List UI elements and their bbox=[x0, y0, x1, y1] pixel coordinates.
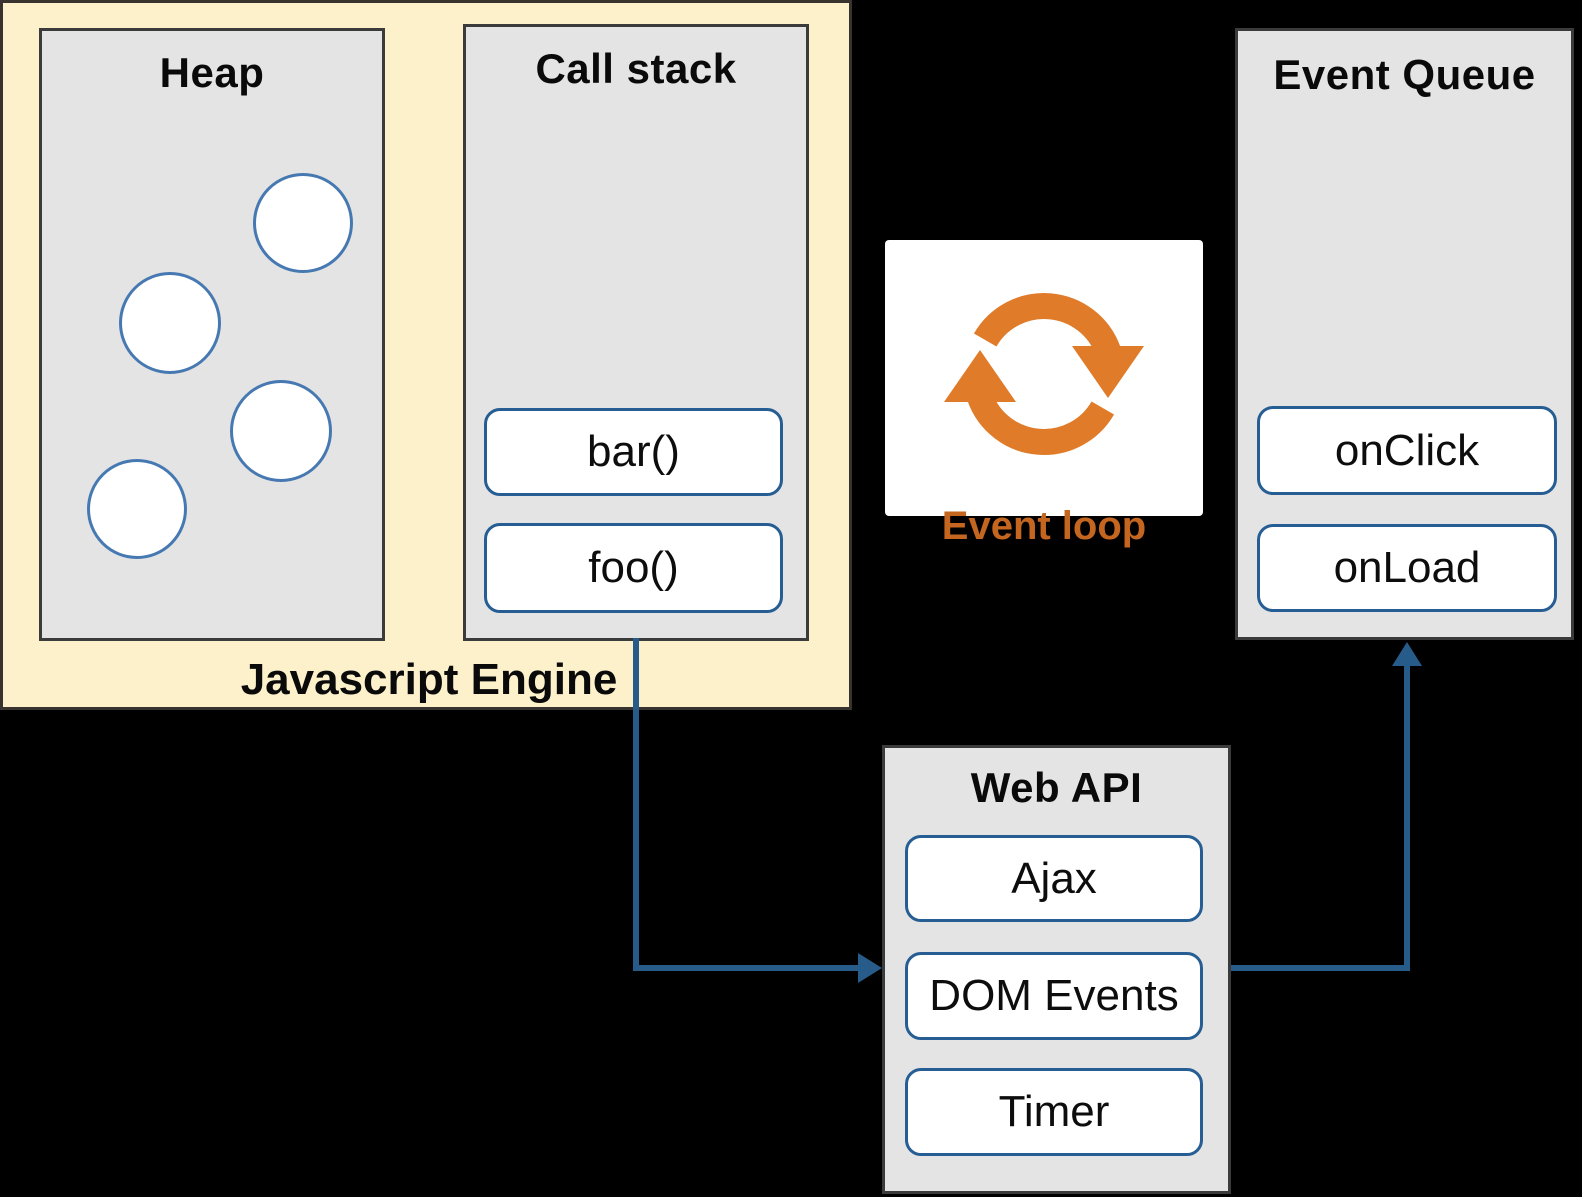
heap-object-circle bbox=[119, 272, 221, 374]
stack-frame-label: bar() bbox=[587, 427, 680, 476]
cycle-arrows-icon bbox=[944, 293, 1144, 455]
heap-object-circle bbox=[230, 380, 332, 482]
stack-frame-label: foo() bbox=[588, 543, 679, 592]
heap-object-circle bbox=[253, 173, 353, 273]
web-api-label: Ajax bbox=[1011, 853, 1097, 903]
queue-event-onclick: onClick bbox=[1257, 406, 1557, 495]
web-api-ajax: Ajax bbox=[905, 835, 1203, 922]
event-loop-icon-box bbox=[885, 240, 1203, 516]
queue-event-onload: onLoad bbox=[1257, 524, 1557, 612]
web-api-dom-events: DOM Events bbox=[905, 952, 1203, 1040]
javascript-engine-box: Heap Call stack bar() foo() Javascript E… bbox=[0, 0, 852, 710]
call-stack-panel: Call stack bar() foo() bbox=[463, 24, 809, 641]
web-api-timer: Timer bbox=[905, 1068, 1203, 1156]
web-api-label: Timer bbox=[998, 1087, 1110, 1136]
event-loop-label: Event loop bbox=[941, 504, 1147, 548]
web-api-panel: Web API Ajax DOM Events Timer bbox=[882, 745, 1231, 1194]
stack-frame-foo: foo() bbox=[484, 523, 783, 613]
heap-panel: Heap bbox=[39, 28, 385, 641]
web-api-label: DOM Events bbox=[929, 971, 1179, 1020]
web-api-title: Web API bbox=[970, 764, 1143, 811]
queue-event-label: onLoad bbox=[1333, 543, 1481, 592]
event-queue-title: Event Queue bbox=[1273, 51, 1536, 98]
heap-object-circle bbox=[87, 459, 187, 559]
javascript-engine-label: Javascript Engine bbox=[240, 655, 618, 704]
stack-frame-bar: bar() bbox=[484, 408, 783, 496]
queue-event-label: onClick bbox=[1334, 425, 1480, 475]
event-queue-panel: Event Queue onClick onLoad bbox=[1235, 28, 1574, 640]
heap-title: Heap bbox=[159, 49, 265, 96]
call-stack-title: Call stack bbox=[535, 45, 737, 92]
